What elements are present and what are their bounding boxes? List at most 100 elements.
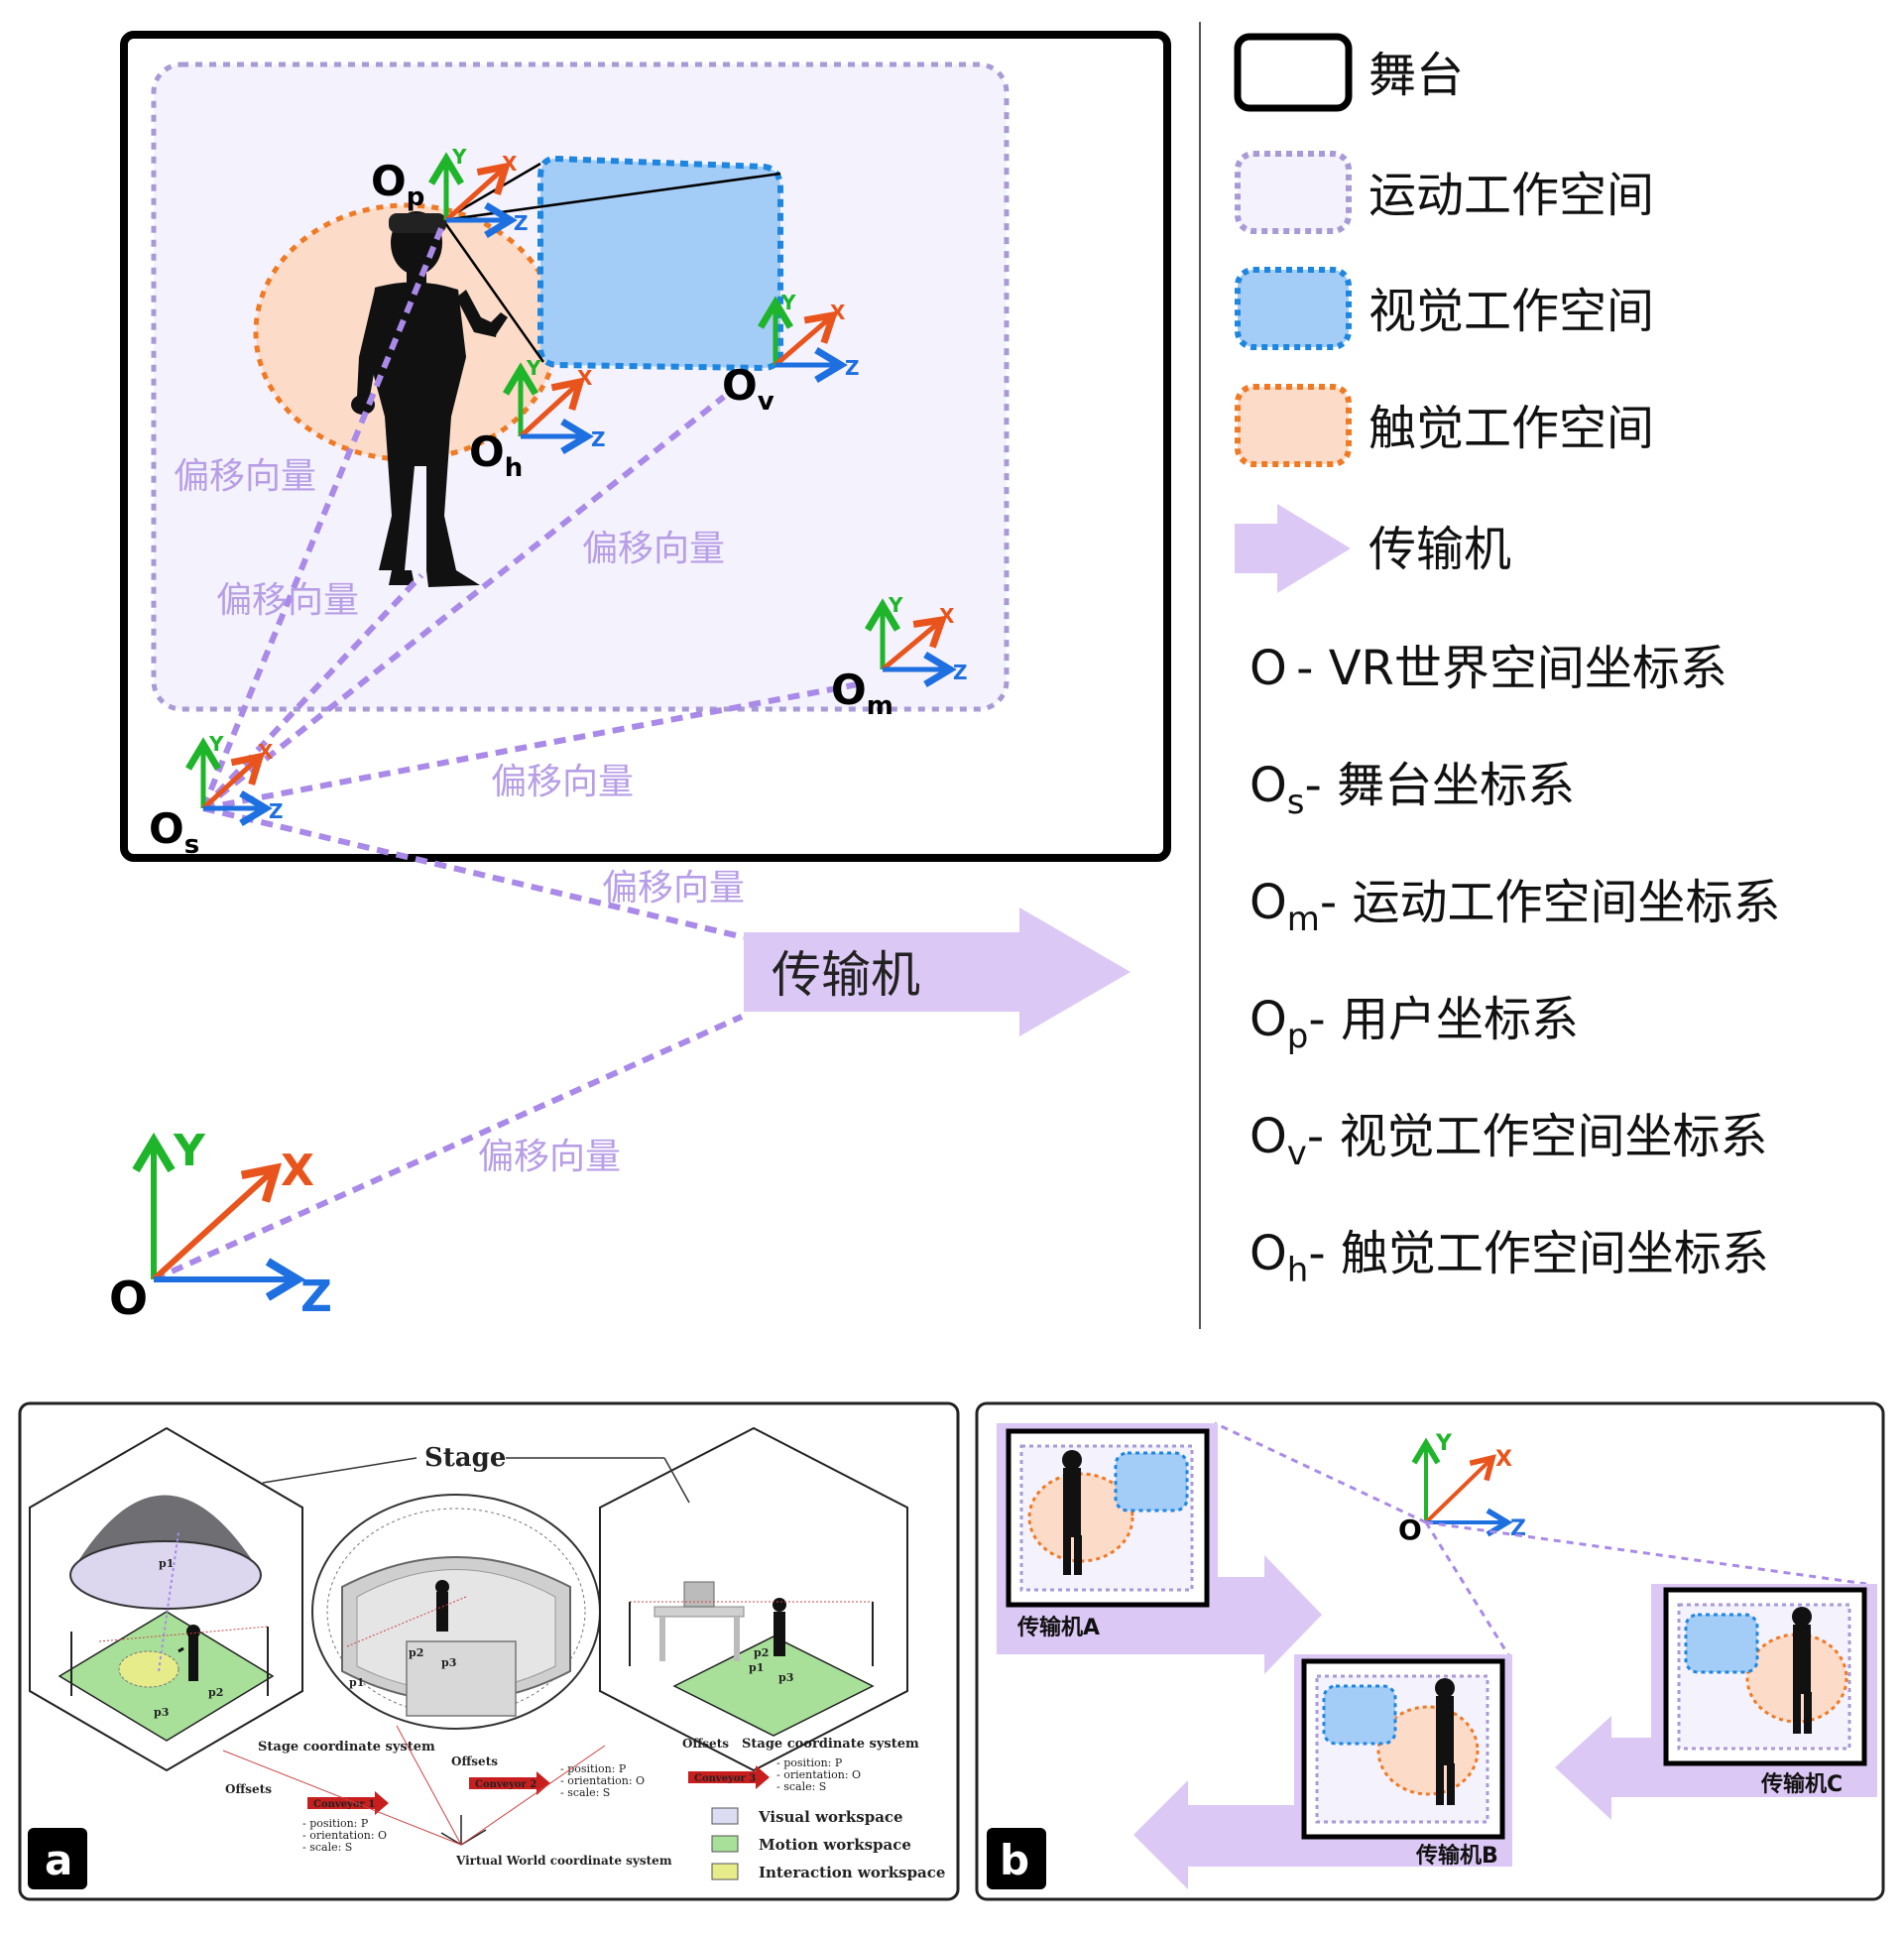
svg-text:X: X [502, 152, 518, 176]
coord-visual: Ov- 视觉工作空间坐标系 [1250, 1109, 1768, 1173]
svg-text:Motion workspace: Motion workspace [759, 1836, 911, 1854]
legend-label-motion: 运动工作空间 [1368, 168, 1654, 223]
panel-b-world-axes [1411, 1437, 1513, 1537]
svg-text:- scale: S: - scale: S [302, 1841, 352, 1854]
legend-coords: O- VR世界空间坐标系 Os- 舞台坐标系 Om- 运动工作空间坐标系 Op-… [1250, 641, 1781, 1290]
panel-a-desk-scene: p1 p2 p3 [599, 1426, 908, 1772]
panel-a-tag: a [45, 1836, 72, 1884]
legend-label-conveyor: 传输机 [1368, 522, 1511, 577]
panel-b-tag: b [1000, 1836, 1029, 1884]
svg-text:Interaction workspace: Interaction workspace [759, 1864, 945, 1881]
svg-text:- position: P: - position: P [560, 1762, 627, 1775]
panel-a-props-1: - position: P - orientation: O - scale: … [302, 1817, 387, 1854]
panel-a: p1 p2 p3 p2 p3 p1 [18, 1401, 960, 1901]
axes-haptic [502, 362, 594, 455]
axes-user [427, 152, 518, 239]
offset-label-2: 偏移向量 [216, 580, 359, 621]
svg-text:X: X [281, 1146, 314, 1196]
legend-label-haptic: 触觉工作空间 [1368, 401, 1654, 456]
svg-text:p2: p2 [208, 1686, 223, 1699]
offset-label-1: 偏移向量 [174, 456, 316, 497]
panel-b-conveyor-c: 传输机C [1555, 1584, 1877, 1820]
panel-a-props-2: - position: P - orientation: O - scale: … [560, 1762, 645, 1799]
offset-label-3: 偏移向量 [582, 529, 725, 569]
svg-text:Visual workspace: Visual workspace [758, 1808, 903, 1826]
svg-text:p2: p2 [754, 1646, 769, 1659]
panel-a-conveyor-2: Conveyor 2 [475, 1779, 536, 1790]
panel-a-virtual-world: Virtual World coordinate system [455, 1854, 672, 1868]
offset-label-5: 偏移向量 [602, 868, 745, 908]
svg-text:Y: Y [173, 1126, 206, 1176]
visual-workspace [537, 155, 783, 372]
svg-text:- orientation: O: - orientation: O [302, 1829, 387, 1842]
panel-a-offsets-2: Offsets [451, 1754, 498, 1768]
legend-swatch-stage [1234, 33, 1353, 112]
coord-user: Op- 用户坐标系 [1250, 992, 1579, 1056]
svg-text:X: X [1495, 1447, 1512, 1472]
legend-label-visual: 视觉工作空间 [1368, 284, 1654, 339]
svg-text:p3: p3 [154, 1706, 169, 1719]
conveyor-arrow [744, 908, 1130, 1036]
panel-a-offsets-3: Offsets [682, 1737, 729, 1751]
coord-stage: Os- 舞台坐标系 [1250, 758, 1575, 822]
offset-label-4: 偏移向量 [491, 762, 634, 802]
axes-world [132, 1132, 306, 1301]
svg-text:Y: Y [1435, 1431, 1453, 1456]
panel-b-conveyor-b: 传输机B [1133, 1654, 1512, 1889]
svg-text:- orientation: O: - orientation: O [560, 1774, 645, 1787]
svg-text:Y: Y [780, 291, 796, 314]
svg-text:p1: p1 [749, 1661, 764, 1674]
panel-b-conveyor-a-label: 传输机A [1016, 1615, 1100, 1640]
coord-motion: Om- 运动工作空间坐标系 [1250, 875, 1781, 939]
svg-text:X: X [939, 604, 955, 628]
svg-text:Z: Z [845, 356, 860, 380]
axes-visual [757, 296, 848, 384]
svg-text:Y: Y [888, 593, 903, 617]
panel-b-origin: O [1398, 1513, 1422, 1546]
svg-text:Z: Z [1510, 1516, 1526, 1541]
panel-a-stage-title: Stage [424, 1443, 506, 1473]
legend: 舞台 运动工作空间 视觉工作空间 触觉工作空间 传输机 O- VR世界空间坐标系… [1234, 33, 1781, 1290]
world-axis-letters: Y X Z [173, 1126, 332, 1322]
svg-text:- scale: S: - scale: S [560, 1786, 610, 1799]
svg-text:p3: p3 [441, 1656, 456, 1669]
legend-label-stage: 舞台 [1368, 48, 1464, 103]
svg-text:p3: p3 [778, 1671, 793, 1684]
panel-b-offset-lines [1214, 1421, 1867, 1662]
svg-text:- scale: S: - scale: S [776, 1780, 826, 1793]
panel-b-conveyor-a: 传输机A [997, 1423, 1322, 1674]
legend-swatch-haptic [1235, 384, 1352, 467]
axes-motion [864, 598, 957, 688]
svg-text:Z: Z [591, 427, 606, 451]
panel-b: Y X Z O 传输机A [975, 1401, 1885, 1901]
offset-lines [152, 226, 859, 1282]
panel-a-conveyor-3: Conveyor 3 [694, 1773, 756, 1784]
origin-world: O [109, 1271, 148, 1325]
svg-text:- orientation: O: - orientation: O [776, 1768, 861, 1781]
legend-swatch-conveyor [1235, 504, 1351, 593]
panel-b-conveyor-c-label: 传输机C [1760, 1771, 1843, 1797]
svg-text:X: X [577, 366, 593, 390]
panel-b-conveyor-b-label: 传输机B [1415, 1843, 1498, 1869]
svg-text:Y: Y [451, 145, 467, 169]
panel-a-conveyor-1: Conveyor 1 [313, 1799, 375, 1810]
panel-a-dome-scene: p1 p2 p3 [29, 1426, 303, 1772]
svg-text:p1: p1 [349, 1676, 364, 1689]
conveyor-label: 传输机 [772, 946, 920, 1004]
panel-a-screen-scene: p2 p3 p1 [311, 1494, 601, 1730]
svg-text:- position: P: - position: P [776, 1756, 843, 1769]
axes-stage [184, 737, 273, 827]
svg-text:Y: Y [208, 732, 224, 756]
svg-text:Z: Z [514, 211, 529, 235]
panel-a-legend: Visual workspace Motion workspace Intera… [711, 1807, 945, 1881]
svg-text:Z: Z [953, 661, 968, 684]
user-silhouette [351, 211, 508, 587]
panel-a-stage-cs-1: Stage coordinate system [258, 1740, 435, 1754]
top-diagram: 偏移向量 偏移向量 偏移向量 偏移向量 偏移向量 偏移向量 传输机 [109, 31, 1171, 1325]
axis-letters: Y X Z Y X Z Y X Z Y X Z Y X Z [208, 145, 968, 823]
legend-swatch-visual [1235, 267, 1352, 350]
panel-a-props-3: - position: P - orientation: O - scale: … [776, 1756, 861, 1793]
svg-text:Y: Y [526, 356, 541, 380]
svg-text:p2: p2 [409, 1646, 423, 1659]
